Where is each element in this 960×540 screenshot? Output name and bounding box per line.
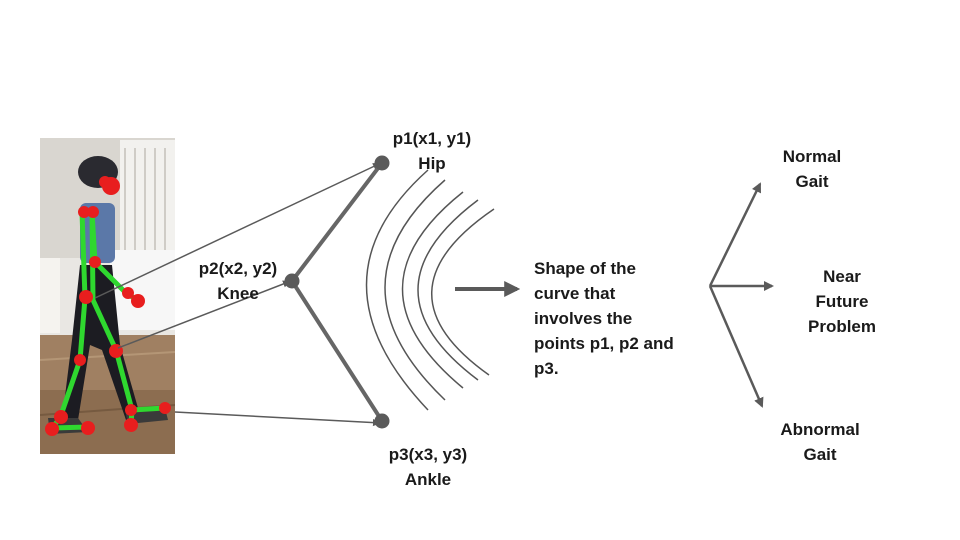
p1-point-marker (374, 155, 390, 171)
outcome-line: Gait (803, 445, 837, 464)
outcome-line: Future (815, 292, 869, 311)
normal-gait-label: Normal Gait (762, 144, 862, 194)
outcome-line: Abnormal (780, 420, 860, 439)
p3-label: p3(x3, y3) Ankle (370, 442, 486, 492)
outcome-line: Problem (807, 317, 877, 336)
p3-coord-text: p3(x3, y3) (388, 445, 468, 464)
description-line: p3. (534, 359, 559, 378)
p1-label: p1(x1, y1) Hip (374, 126, 490, 176)
knee-connector-arrow (117, 280, 292, 349)
to-normal-gait-arrow (708, 182, 762, 287)
p1-name-text: Hip (418, 154, 446, 173)
hip-connector-arrow (94, 162, 382, 299)
p1-coord-text: p1(x1, y1) (392, 129, 472, 148)
to-abnormal-gait-arrow (708, 285, 764, 408)
abnormal-gait-label: Abnormal Gait (765, 417, 875, 467)
description-line: points p1, p2 and (534, 334, 674, 353)
outcome-line: Near (823, 267, 861, 286)
outcome-line: Gait (795, 172, 829, 191)
walking-person-photo (40, 138, 175, 454)
p3-point-marker (374, 413, 390, 429)
p2-coord-text: p2(x2, y2) (198, 259, 278, 278)
outcome-line: Normal (782, 147, 842, 166)
description-line: involves the (534, 309, 633, 328)
near-future-problem-label: Near Future Problem (792, 264, 892, 339)
ankle-connector-arrow (174, 411, 382, 427)
p2-label: p2(x2, y2) Knee (180, 256, 296, 306)
knee-ankle-segment (290, 279, 384, 423)
description-line: curve that (534, 284, 616, 303)
p2-name-text: Knee (217, 284, 259, 303)
curve-family (365, 169, 495, 411)
hip-knee-segment (290, 161, 384, 283)
description-line: Shape of the (534, 259, 637, 278)
p2-point-marker (284, 273, 300, 289)
curve-description: Shape of the curve that involves the poi… (534, 256, 714, 381)
p3-name-text: Ankle (404, 470, 452, 489)
